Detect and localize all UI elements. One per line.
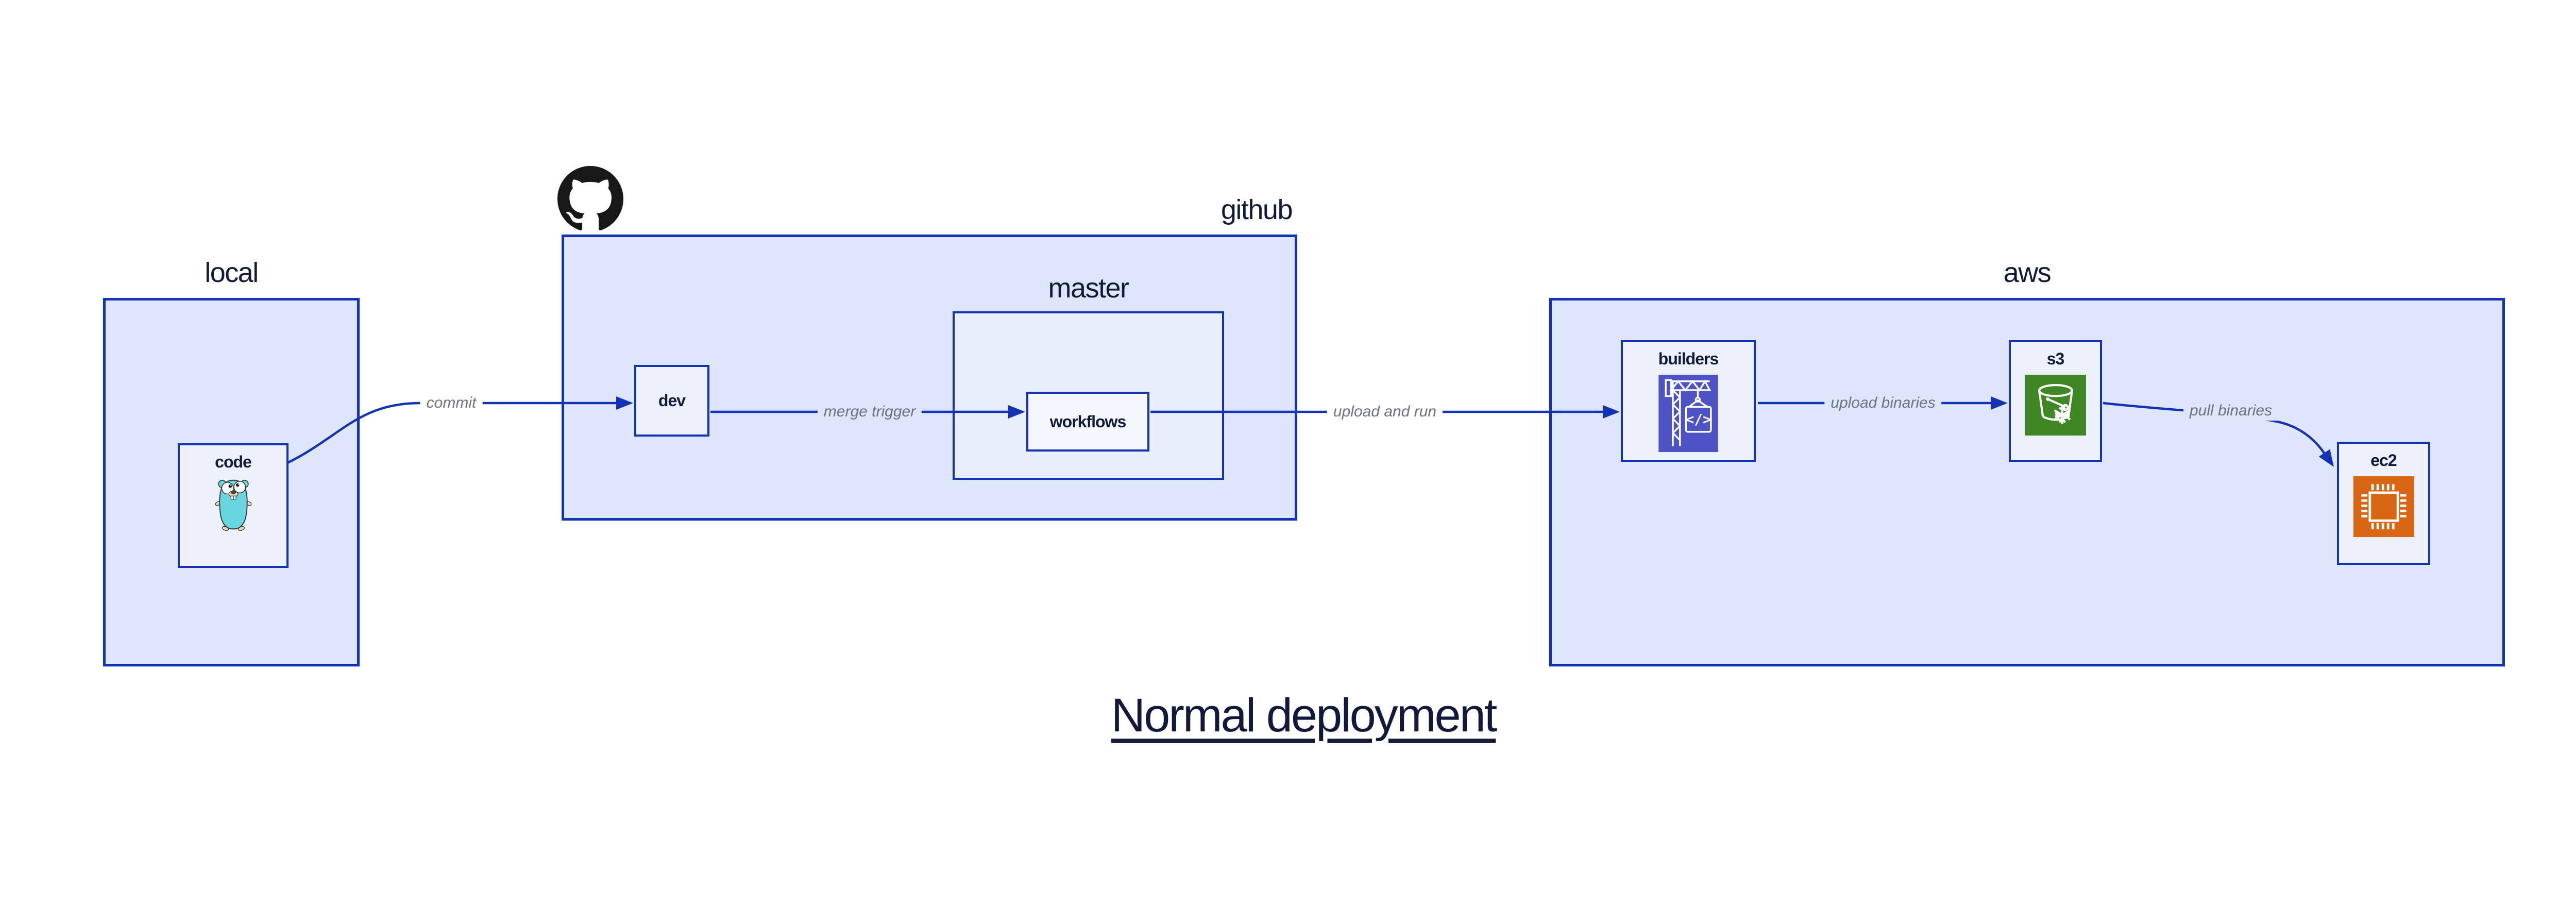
builders-label: builders [1658, 349, 1719, 368]
edge-label-commit: commit [420, 393, 483, 413]
aws-s3-bucket-icon [2025, 375, 2086, 436]
s3-label: s3 [2046, 349, 2065, 368]
edge-label-pull-binaries: pull binaries [2183, 401, 2279, 421]
node-builders: builders </> [1621, 340, 1756, 462]
node-s3: s3 [2009, 340, 2102, 462]
ec2-label: ec2 [2370, 451, 2397, 470]
go-gopher-icon [215, 479, 251, 531]
aws-label: aws [2003, 257, 2052, 288]
aws-codebuild-crane-icon: </> [1658, 375, 1718, 452]
dev-label: dev [658, 391, 686, 410]
node-code: code [178, 443, 289, 568]
aws-ec2-chip-icon [2353, 476, 2414, 537]
local-label: local [205, 257, 259, 288]
code-label: code [215, 453, 252, 471]
workflows-label: workflows [1049, 412, 1126, 431]
diagram-title: Normal deployment [1111, 689, 1498, 742]
edge-label-upload-binaries: upload binaries [1824, 393, 1942, 413]
node-ec2: ec2 [2337, 442, 2430, 565]
node-workflows: workflows [1026, 392, 1149, 452]
master-label: master [1048, 273, 1129, 304]
edge-label-upload-and-run: upload and run [1327, 402, 1443, 422]
github-octocat-icon [557, 166, 623, 230]
node-dev: dev [634, 365, 709, 437]
edge-label-merge-trigger: merge trigger [817, 402, 922, 422]
svg-text:</>: </> [1686, 411, 1711, 428]
github-label: github [1221, 194, 1293, 225]
